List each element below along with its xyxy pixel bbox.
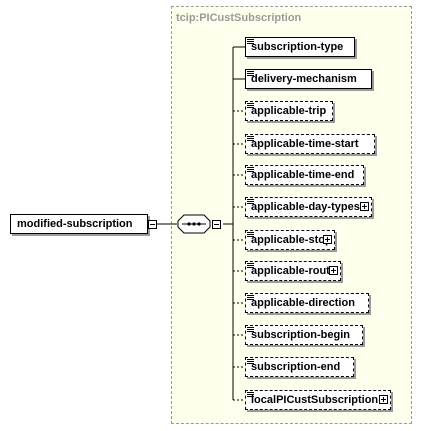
child-element-label: applicable-stop [251,234,332,246]
child-element-label: applicable-route [251,265,336,277]
expand-icon[interactable] [329,266,338,275]
child-element-label: applicable-time-start [251,138,359,150]
child-element-label: applicable-trip [251,105,327,117]
child-element-applicable-trip[interactable]: applicable-trip [245,101,333,121]
child-element-subscription-end[interactable]: subscription-end [245,357,354,377]
child-element-label: subscription-type [251,41,344,53]
child-element-delivery-mechanism[interactable]: delivery-mechanism [245,69,372,89]
child-element-localPICustSubscription[interactable]: localPICustSubscription [245,390,391,410]
child-element-label: applicable-day-types [251,201,360,213]
collapse-icon[interactable] [148,220,157,229]
child-element-label: applicable-direction [251,297,355,309]
sequence-collapse-icon[interactable] [212,220,221,229]
element-content-icon [247,327,254,332]
element-content-icon [247,263,254,268]
child-element-label: applicable-time-end [251,169,355,181]
type-name-label: tcip:PICustSubscription [176,12,302,24]
root-element-label: modified-subscription [17,218,133,230]
element-content-icon [247,167,254,172]
child-element-label: subscription-begin [251,329,350,341]
child-element-subscription-begin[interactable]: subscription-begin [245,325,363,345]
element-content-icon [247,199,254,204]
child-element-applicable-stop[interactable]: applicable-stop [245,230,335,250]
sequence-compositor-icon [177,214,211,234]
element-content-icon [247,103,254,108]
expand-icon[interactable] [360,202,369,211]
expand-icon[interactable] [323,235,332,244]
child-element-applicable-route[interactable]: applicable-route [245,261,341,281]
child-branches [233,46,245,401]
element-content-icon [247,295,254,300]
element-content-icon [247,39,254,44]
element-content-icon [247,232,254,237]
child-element-label: delivery-mechanism [251,73,357,85]
expand-icon[interactable] [379,395,388,404]
element-content-icon [247,136,254,141]
root-element-box[interactable]: modified-subscription [10,214,148,234]
child-element-applicable-direction[interactable]: applicable-direction [245,293,369,313]
element-content-icon [247,359,254,364]
child-element-applicable-day-types[interactable]: applicable-day-types [245,197,372,217]
element-content-icon [247,71,254,76]
child-element-subscription-type[interactable]: subscription-type [245,37,355,57]
child-element-applicable-time-start[interactable]: applicable-time-start [245,134,375,154]
element-content-icon [247,392,254,397]
child-element-applicable-time-end[interactable]: applicable-time-end [245,165,364,185]
child-element-label: subscription-end [251,361,341,373]
child-element-label: localPICustSubscription [251,394,379,406]
